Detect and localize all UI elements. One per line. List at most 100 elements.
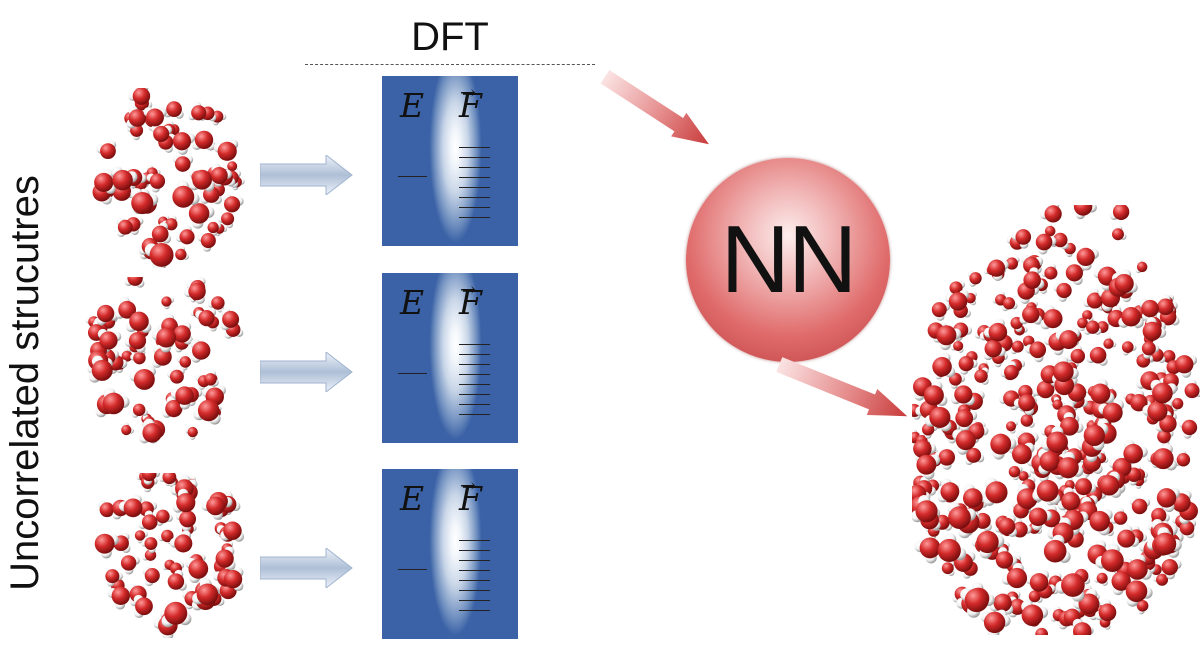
water-molecule	[170, 530, 193, 552]
water-molecule	[132, 404, 148, 418]
blue-arrow-1	[260, 155, 355, 195]
force-value-line	[459, 217, 490, 218]
force-value-line	[459, 580, 490, 581]
water-molecule	[143, 567, 160, 586]
water-molecule	[173, 132, 195, 155]
vector-arrow-icon: →	[460, 73, 476, 113]
water-molecule	[1122, 341, 1137, 355]
water-molecule	[128, 88, 150, 105]
dft-card-2: E F→	[382, 273, 518, 443]
water-molecule	[175, 246, 189, 260]
energy-value-line	[398, 373, 427, 374]
water-molecule	[1179, 420, 1197, 439]
water-molecule	[121, 555, 140, 574]
water-molecule	[1130, 497, 1150, 514]
nn-label: NN	[686, 158, 890, 362]
water-molecule	[1032, 628, 1048, 635]
water-molecule	[161, 296, 174, 309]
water-molecule	[156, 510, 173, 526]
force-value-line	[459, 147, 490, 148]
force-value-line	[459, 157, 490, 158]
force-value-line	[459, 197, 490, 198]
side-label: Uncorrelated strucutres	[0, 103, 50, 663]
energy-symbol: E	[400, 86, 424, 126]
water-molecule	[1185, 379, 1200, 398]
force-value-line	[459, 384, 490, 385]
water-molecule	[193, 400, 220, 425]
water-molecule	[915, 537, 941, 563]
water-molecule	[1112, 225, 1126, 240]
force-value-line	[459, 394, 490, 395]
water-molecule	[191, 339, 211, 363]
water-molecule	[125, 277, 145, 288]
water-molecule	[214, 139, 239, 161]
water-simulation-large	[912, 205, 1200, 635]
force-symbol: F→	[459, 479, 482, 519]
force-value-line	[459, 187, 490, 188]
water-molecule	[1040, 205, 1062, 223]
water-molecule	[932, 302, 950, 321]
water-molecule	[1026, 570, 1049, 592]
force-value-line	[459, 177, 490, 178]
water-molecule	[192, 131, 216, 151]
water-molecule	[1041, 263, 1057, 279]
water-molecule	[1040, 305, 1062, 329]
water-molecule	[1123, 440, 1147, 464]
water-molecule	[204, 370, 218, 386]
water-molecule	[1114, 269, 1137, 293]
water-molecule	[96, 140, 116, 159]
water-molecule	[1094, 573, 1108, 586]
force-value-line	[459, 550, 490, 551]
water-molecule	[942, 561, 955, 576]
water-molecule	[103, 388, 130, 414]
water-cluster-2	[78, 277, 248, 452]
water-molecule	[1153, 444, 1177, 471]
red-arrow-from-nn	[775, 352, 920, 430]
water-molecule	[1071, 619, 1092, 635]
water-molecule	[1029, 508, 1052, 531]
water-molecule	[121, 422, 134, 435]
force-value-line	[459, 404, 490, 405]
energy-symbol: E	[400, 479, 424, 519]
water-molecule	[1111, 508, 1128, 525]
water-molecule	[223, 194, 244, 213]
water-molecule	[932, 353, 955, 378]
water-molecule	[1006, 421, 1018, 434]
water-molecule	[176, 225, 195, 244]
water-molecule	[1036, 234, 1057, 255]
force-value-line	[459, 354, 490, 355]
water-molecule	[173, 155, 193, 172]
force-value-line	[459, 207, 490, 208]
blue-arrow-3	[260, 548, 355, 588]
water-molecule	[1110, 205, 1130, 220]
water-molecule	[188, 102, 206, 121]
water-molecule	[163, 101, 183, 118]
force-value-line	[459, 344, 490, 345]
dft-dashed-rule	[305, 64, 595, 65]
water-molecule	[185, 427, 198, 440]
energy-value-line	[398, 569, 427, 570]
dft-label: DFT	[380, 14, 520, 60]
water-molecule	[145, 243, 174, 268]
force-value-line	[459, 374, 490, 375]
nn-node: NN	[686, 158, 890, 362]
force-value-line	[459, 540, 490, 541]
vector-arrow-icon: →	[460, 270, 476, 310]
water-molecule	[1103, 336, 1116, 349]
water-molecule	[1075, 474, 1096, 495]
water-molecule	[1021, 601, 1048, 626]
force-value-line	[459, 570, 490, 571]
force-symbol: F→	[459, 283, 482, 323]
water-molecule	[983, 477, 1007, 506]
energy-symbol: E	[400, 283, 424, 323]
water-molecule	[202, 497, 225, 520]
water-molecule	[198, 233, 216, 252]
force-value-line	[459, 167, 490, 168]
water-molecule	[1053, 283, 1071, 302]
water-molecule	[129, 366, 156, 390]
water-molecule	[107, 587, 129, 610]
water-cluster-1	[90, 88, 255, 268]
dft-card-1: E F→	[382, 76, 518, 246]
vector-arrow-icon: →	[460, 466, 476, 506]
water-molecule	[134, 595, 153, 618]
